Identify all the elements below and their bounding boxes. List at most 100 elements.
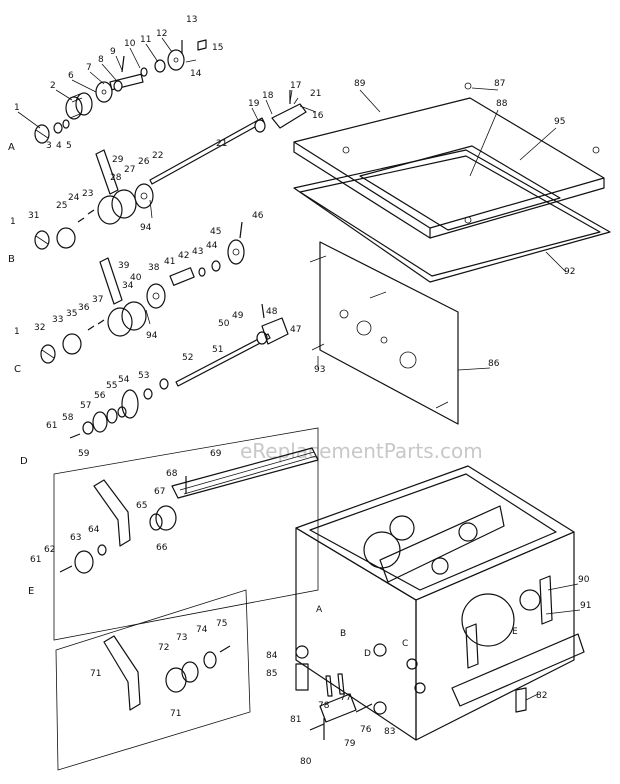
callout: 90	[578, 575, 590, 585]
callout: 13	[186, 15, 197, 25]
callout: 23	[82, 189, 93, 199]
side-plate	[309, 241, 459, 425]
callout: 44	[206, 241, 218, 251]
callout: 28	[110, 173, 122, 183]
callout: 67	[154, 487, 165, 497]
callout: 33	[52, 315, 63, 325]
fork-assembly	[55, 589, 251, 771]
callout: 74	[196, 625, 208, 635]
callout: 46	[252, 211, 264, 221]
assembly-d	[69, 378, 169, 439]
group-label-b: B	[8, 254, 15, 265]
callout: 63	[70, 533, 81, 543]
shaft-21	[149, 90, 307, 185]
callout: 29	[112, 155, 124, 165]
callout: 32	[34, 323, 45, 333]
callout: 76	[360, 725, 372, 735]
callout: 78	[318, 701, 330, 711]
callout: 59	[78, 449, 90, 459]
callout: 19	[248, 99, 260, 109]
callout: 84	[266, 651, 278, 661]
callout: 94	[140, 223, 152, 233]
callout: 56	[94, 391, 106, 401]
callout: 66	[156, 543, 168, 553]
callout: 71	[170, 709, 181, 719]
callout: 14	[190, 69, 202, 79]
callout: 81	[290, 715, 301, 725]
callout: 37	[92, 295, 103, 305]
callout: 43	[192, 247, 203, 257]
callout: 62	[44, 545, 55, 555]
callout-labels: A B C D E 1 2 3 4 5 6 7 8 9 10 11 12 13 …	[8, 15, 591, 767]
callout: 75	[216, 619, 227, 629]
callout: 24	[68, 193, 80, 203]
assembly-b	[34, 149, 154, 250]
gasket	[293, 149, 611, 283]
callout: 18	[262, 91, 274, 101]
callout: 1	[14, 327, 20, 337]
callout: 52	[182, 353, 193, 363]
callout: 16	[312, 111, 324, 121]
callout: 10	[124, 39, 136, 49]
callout: 54	[118, 375, 130, 385]
callout: 61	[46, 421, 57, 431]
watermark: eReplacementParts.com	[240, 439, 483, 463]
callout: 5	[66, 141, 72, 151]
face-label: C	[402, 639, 408, 649]
callout: 15	[212, 43, 223, 53]
callout: 34	[122, 281, 134, 291]
callout: 61	[30, 555, 41, 565]
leader-lines	[17, 37, 581, 701]
callout: 51	[212, 345, 223, 355]
callout: 92	[564, 267, 575, 277]
gearbox-housing	[295, 465, 585, 741]
callout: 21	[216, 139, 227, 149]
assembly-e	[53, 427, 319, 641]
cover-plate	[293, 82, 605, 239]
callout: 1	[14, 103, 20, 113]
callout: 38	[148, 263, 160, 273]
callout: 17	[290, 81, 301, 91]
callout: 50	[218, 319, 230, 329]
callout: 3	[46, 141, 52, 151]
callout: 72	[158, 643, 169, 653]
callout: 26	[138, 157, 150, 167]
face-label: E	[512, 627, 518, 637]
callout: 41	[164, 257, 175, 267]
callout: 77	[340, 693, 351, 703]
callout: 47	[290, 325, 301, 335]
callout: 89	[354, 79, 366, 89]
callout: 94	[146, 331, 158, 341]
callout: 31	[28, 211, 39, 221]
callout: 87	[494, 79, 505, 89]
callout: 12	[156, 29, 167, 39]
assembly-c	[40, 221, 245, 364]
callout: 22	[152, 151, 163, 161]
callout: 93	[314, 365, 325, 375]
callout: 35	[66, 309, 77, 319]
callout: 79	[344, 739, 356, 749]
callout: 57	[80, 401, 91, 411]
callout: 7	[86, 63, 92, 73]
face-label: A	[316, 605, 323, 615]
callout: 11	[140, 35, 151, 45]
callout: 86	[488, 359, 500, 369]
callout: 69	[210, 449, 222, 459]
group-label-c: C	[14, 364, 21, 375]
callout: 53	[138, 371, 149, 381]
callout: 49	[232, 311, 244, 321]
callout: 64	[88, 525, 100, 535]
callout: 65	[136, 501, 147, 511]
assembly-a	[34, 39, 207, 144]
callout: 6	[68, 71, 74, 81]
callout: 42	[178, 251, 189, 261]
group-label-d: D	[20, 456, 28, 467]
callout: 9	[110, 47, 116, 57]
callout: 2	[50, 81, 56, 91]
shaft-51	[175, 303, 289, 387]
callout: 73	[176, 633, 187, 643]
callout: 85	[266, 669, 277, 679]
callout: 80	[300, 757, 312, 767]
face-label: D	[364, 649, 371, 659]
